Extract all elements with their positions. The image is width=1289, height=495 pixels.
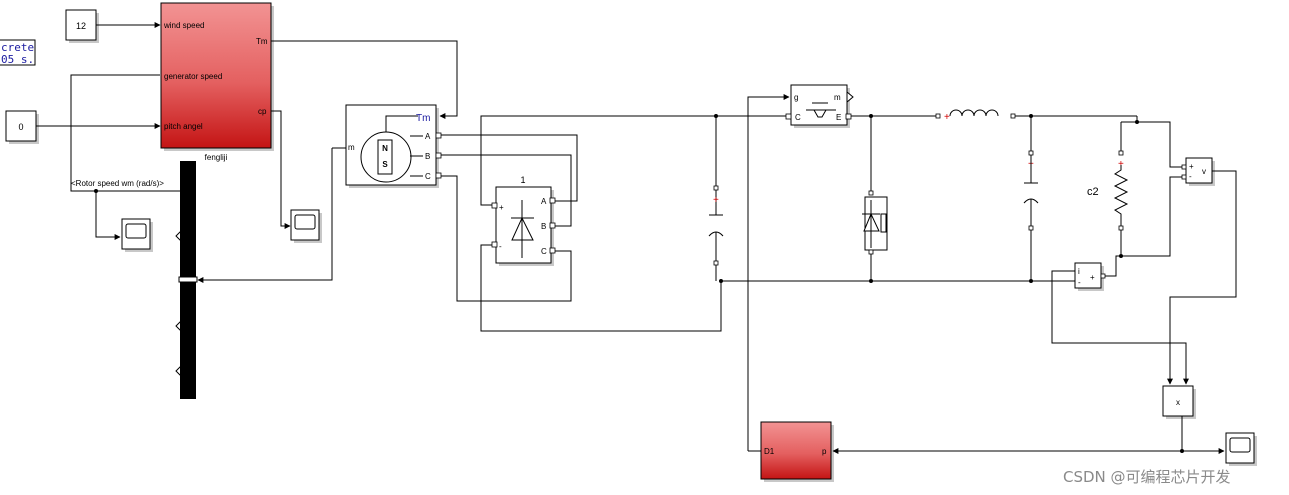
rectifier-c: C xyxy=(541,247,547,256)
svg-text:N: N xyxy=(382,144,388,153)
rectifier-block[interactable]: 1 + - A B C xyxy=(491,175,556,266)
turbine-in-generator-speed: generator speed xyxy=(164,72,222,81)
imeas-i: i xyxy=(1078,267,1080,276)
bus-selector-label: <Rotor speed wm (rad/s)> xyxy=(71,179,164,188)
wire-vmeas-neg xyxy=(1121,176,1182,257)
freewheel-diode[interactable] xyxy=(862,116,888,281)
turbine-out-tm: Tm xyxy=(256,37,268,46)
controller-subsystem[interactable]: D1 p xyxy=(760,421,834,482)
rectifier-title: 1 xyxy=(520,175,525,185)
pmsg-out-m: m xyxy=(348,143,355,152)
dc-capacitor-2[interactable]: + xyxy=(1023,116,1039,281)
constant-wind-speed[interactable]: 12 xyxy=(65,9,99,43)
powergui-line2: 05 s. xyxy=(1,53,34,66)
turbine-name: fengliji xyxy=(205,153,228,162)
load-resistor[interactable]: + c2 xyxy=(1087,122,1129,256)
igbt-g: g xyxy=(794,93,798,102)
igbt-m: m xyxy=(834,93,841,102)
dc-bus-wires xyxy=(480,114,1184,332)
svg-text:S: S xyxy=(382,160,388,169)
turbine-in-wind: wind speed xyxy=(163,21,204,30)
inductor-plus: + xyxy=(944,112,950,123)
scope-power[interactable] xyxy=(1225,432,1257,466)
wire-measurement-to-bus xyxy=(197,148,333,283)
bus-selector[interactable]: <Rotor speed wm (rad/s)> xyxy=(71,161,198,399)
igbt-switch[interactable]: g m C E xyxy=(785,84,854,128)
pmsg-port-b: B xyxy=(425,152,430,161)
scope-cp[interactable] xyxy=(290,209,322,243)
pmsg-machine[interactable]: N S Tm m A B C xyxy=(345,104,442,188)
cap1-plus: + xyxy=(713,195,719,206)
scope-rotor-speed[interactable] xyxy=(121,218,153,252)
wind-value: 12 xyxy=(76,21,86,31)
constant-pitch[interactable]: 0 xyxy=(5,110,39,144)
pmsg-port-a: A xyxy=(425,132,431,141)
watermark: CSDN @可编程芯片开发 xyxy=(1063,468,1231,486)
imeas-minus: - xyxy=(1078,278,1081,287)
ac-wires xyxy=(441,134,578,302)
powergui-line1: crete xyxy=(1,41,34,54)
vmeas-minus: - xyxy=(1189,172,1192,181)
imeas-plus: + xyxy=(1090,273,1095,282)
product-label: x xyxy=(1176,398,1180,407)
inductor[interactable]: + xyxy=(935,109,1016,123)
pmsg-port-c: C xyxy=(425,172,431,181)
product-block[interactable]: x xyxy=(1162,385,1196,419)
pmsg-in-tm: Tm xyxy=(416,113,430,124)
wire-v-to-product xyxy=(1167,170,1237,385)
rectifier-a: A xyxy=(541,197,547,206)
wire-product-to-scope xyxy=(1181,416,1225,454)
dc-capacitor-1[interactable]: + xyxy=(708,185,724,266)
controller-out: p xyxy=(822,447,827,456)
pitch-value: 0 xyxy=(18,122,23,132)
rectifier-minus: - xyxy=(499,242,502,251)
igbt-c: C xyxy=(795,113,801,122)
powergui-block[interactable]: crete 05 s. xyxy=(0,39,36,66)
vmeas-v: v xyxy=(1202,167,1206,176)
resistor-plus: + xyxy=(1118,159,1124,170)
igbt-e: E xyxy=(836,113,841,122)
wire-imeas-pos xyxy=(1105,255,1121,277)
current-measurement[interactable]: i - + xyxy=(1074,262,1106,291)
turbine-wires xyxy=(36,22,458,240)
rectifier-plus: + xyxy=(499,203,504,212)
turbine-in-pitch: pitch angel xyxy=(164,122,203,131)
resistor-label: c2 xyxy=(1087,186,1099,198)
rectifier-b: B xyxy=(541,222,546,231)
wire-gate-signal xyxy=(747,94,790,451)
turbine-out-cp: cp xyxy=(258,107,267,116)
voltage-measurement[interactable]: + - v xyxy=(1181,157,1215,186)
controller-in: D1 xyxy=(764,447,775,456)
wire-i-to-product xyxy=(1051,270,1189,385)
wind-turbine-subsystem[interactable]: wind speed generator speed pitch angel T… xyxy=(160,2,274,162)
vmeas-plus: + xyxy=(1189,162,1194,171)
